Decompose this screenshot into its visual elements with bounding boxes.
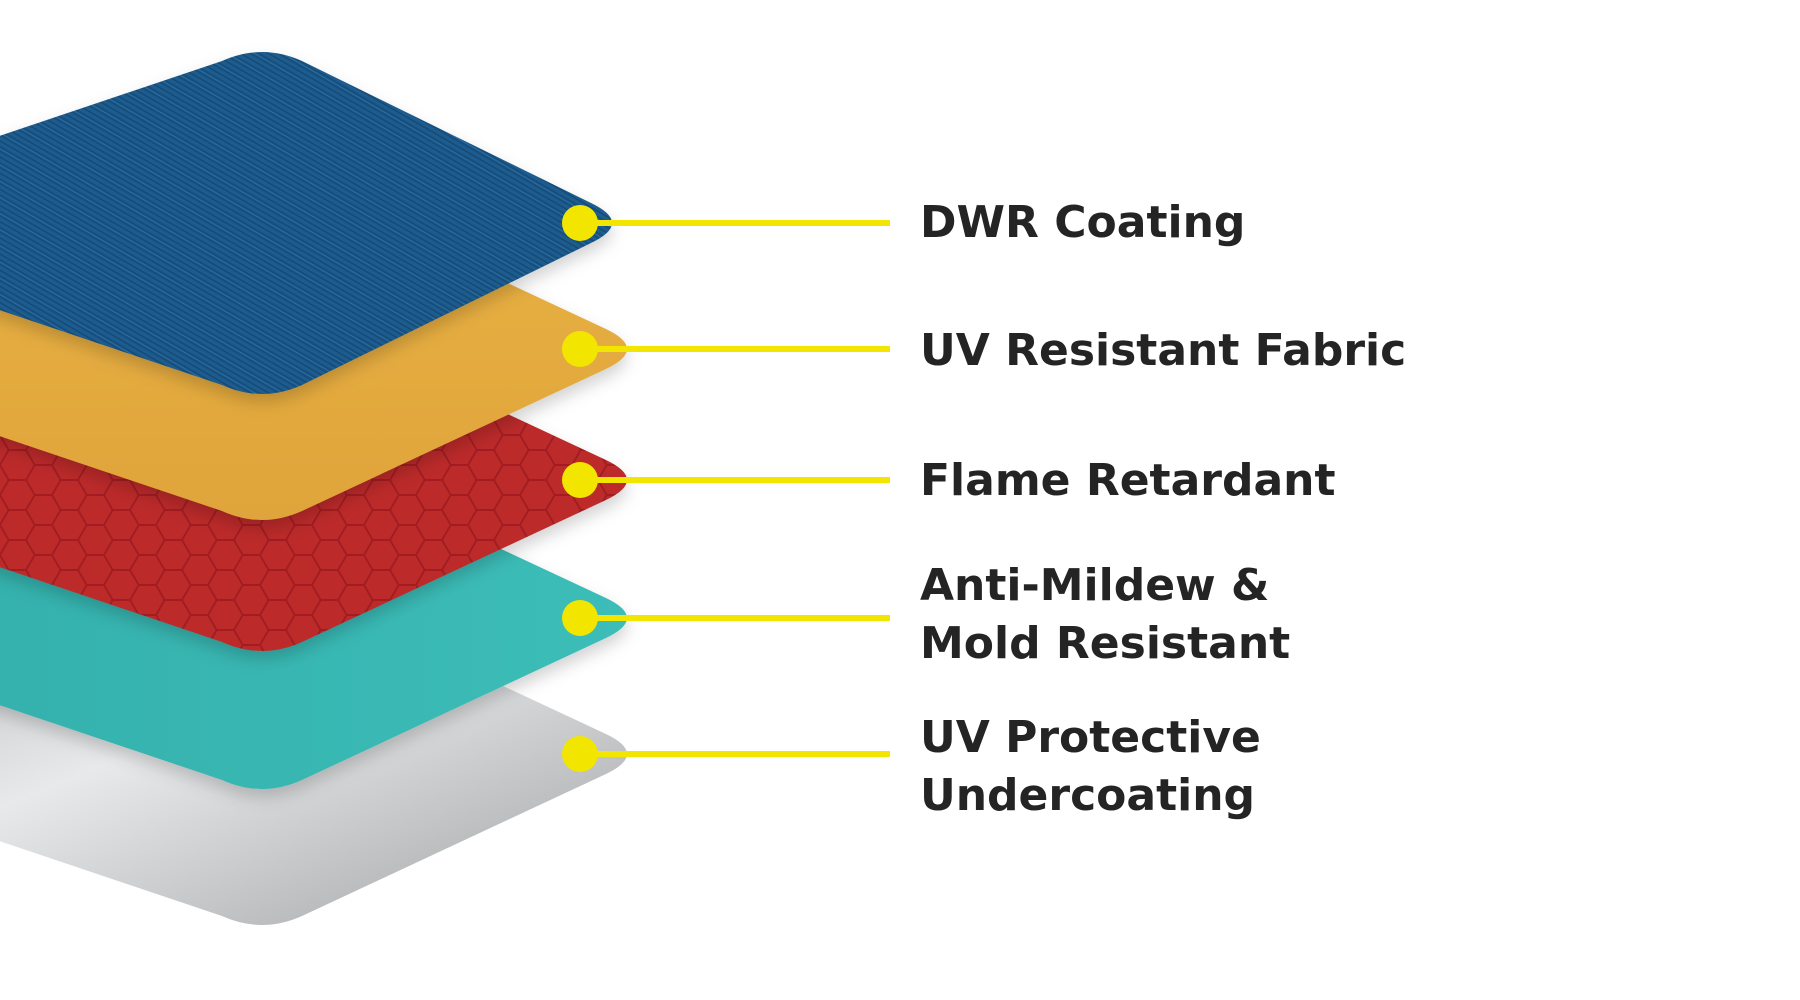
label-mildew: Anti-Mildew & Mold Resistant <box>920 557 1290 673</box>
label-line: Mold Resistant <box>920 618 1291 669</box>
callout-dot-uv-fabric <box>562 331 598 367</box>
label-flame: Flame Retardant <box>920 452 1336 510</box>
label-dwr: DWR Coating <box>920 194 1245 252</box>
layer-dwr <box>0 52 612 394</box>
label-line: Undercoating <box>920 770 1256 821</box>
label-line: UV Protective <box>920 712 1261 763</box>
label-line: Flame Retardant <box>920 455 1336 506</box>
callout-dot-dwr <box>562 205 598 241</box>
callout-dot-undercoat <box>562 736 598 772</box>
label-line: Anti-Mildew & <box>920 560 1270 611</box>
label-uv-fabric: UV Resistant Fabric <box>920 322 1406 380</box>
label-line: DWR Coating <box>920 197 1246 248</box>
label-line: UV Resistant Fabric <box>920 325 1407 376</box>
callout-dot-mildew <box>562 600 598 636</box>
callout-dot-flame <box>562 462 598 498</box>
